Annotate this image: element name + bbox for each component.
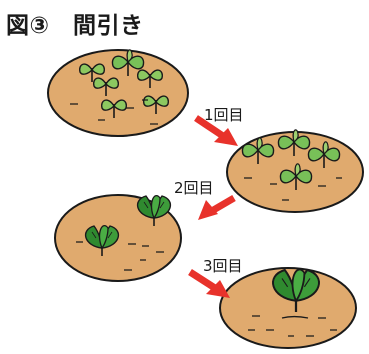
soil-patch-1 [47,49,189,137]
step-2-label: 2回目 [174,179,214,197]
soil-patch-2 [226,129,364,213]
page-title: 図③ 間引き [6,13,144,39]
soil-patch-3 [54,194,182,282]
step-1-label: 1回目 [204,106,244,124]
arrow-2 [198,194,236,220]
step-3-label: 3回目 [203,257,243,275]
arrow-3 [188,269,230,298]
arrow-1 [194,115,238,146]
soil-patch-4 [219,267,357,349]
